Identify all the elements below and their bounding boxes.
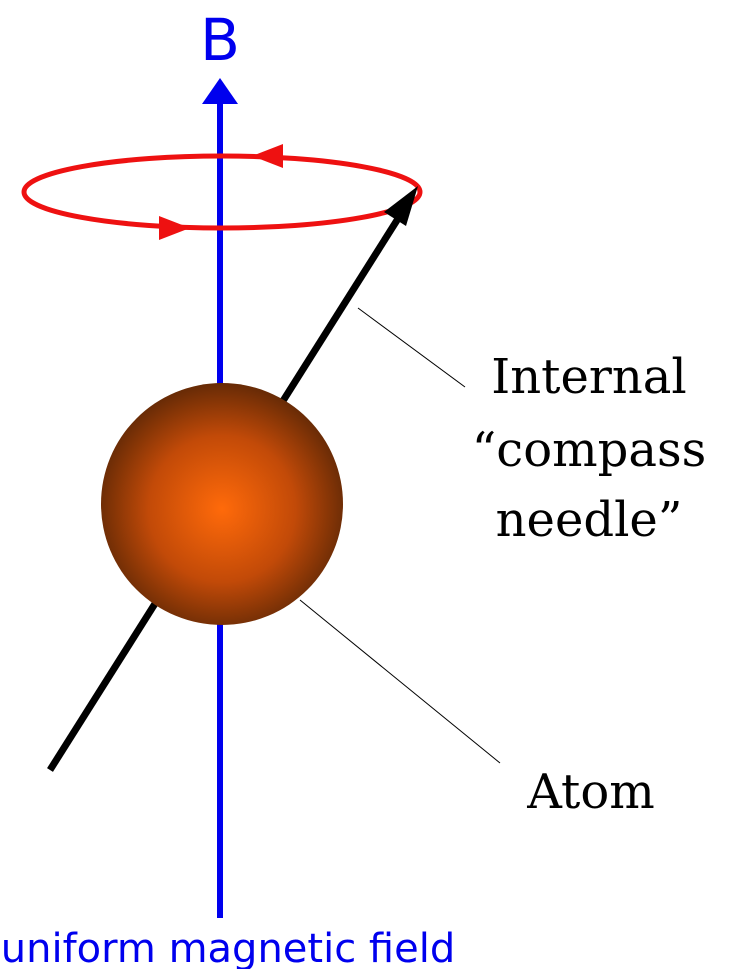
needle-label-line1: Internal <box>491 349 686 405</box>
field-symbol-label: B <box>200 6 240 74</box>
caption-label: uniform magnetic field <box>1 926 455 969</box>
atom-leader-line <box>300 600 500 763</box>
field-arrowhead-icon <box>202 78 238 104</box>
needle-label-line3: needle” <box>496 492 683 548</box>
orbit-arrow-left-icon <box>252 144 283 168</box>
atom-label: Atom <box>526 764 655 820</box>
orbit-arrow-right-icon <box>159 216 190 240</box>
needle-arrowhead-icon <box>384 186 418 226</box>
needle-label-line2: “compass <box>472 422 706 478</box>
atom-sphere <box>101 383 343 625</box>
needle-leader-line <box>358 308 465 387</box>
